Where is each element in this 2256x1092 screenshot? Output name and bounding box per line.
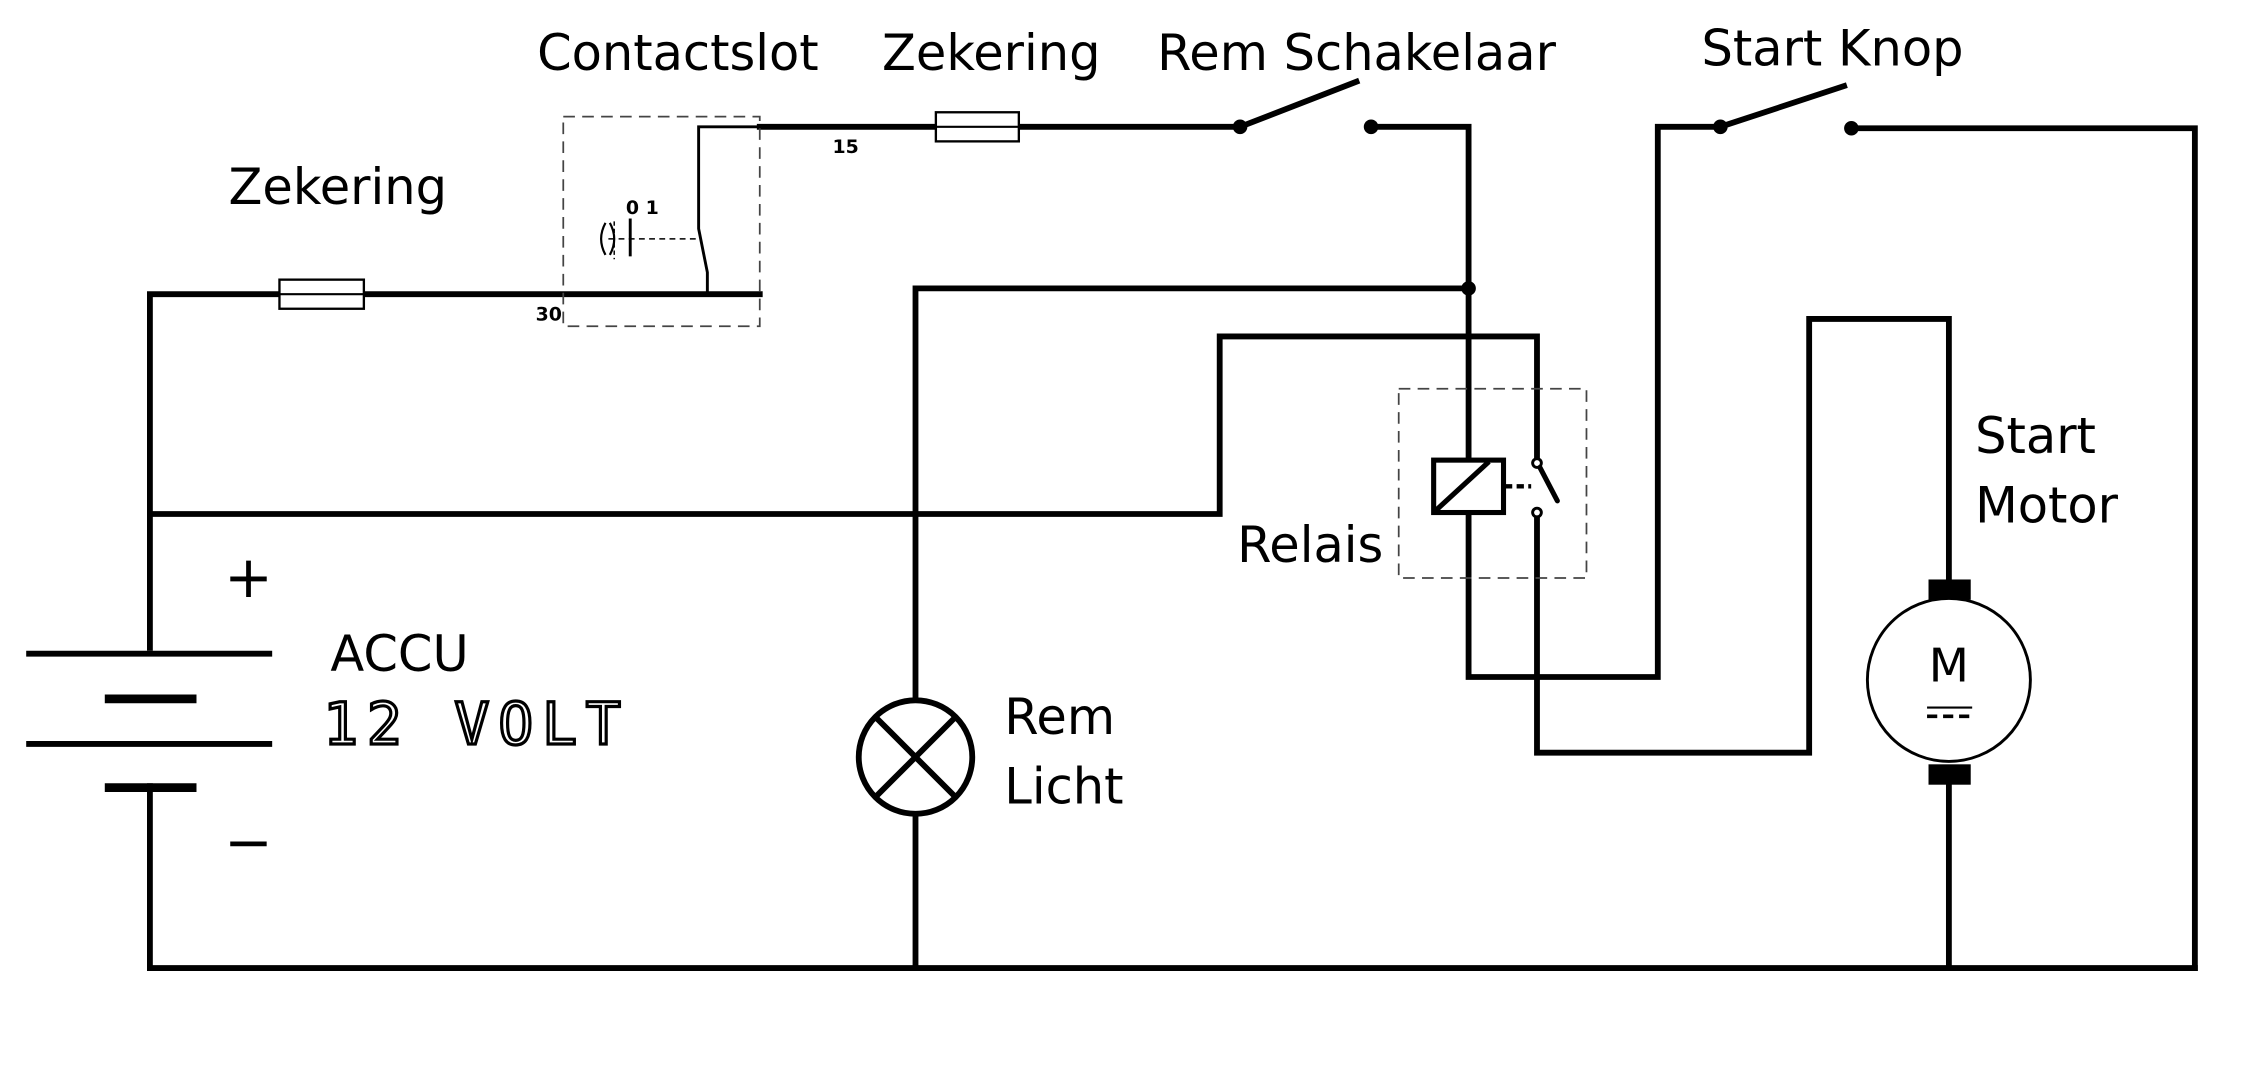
motor-icon [1865, 596, 2032, 763]
brake-switch-contact [1363, 119, 1379, 135]
brake-light: Rem Licht [855, 688, 1124, 817]
brake-light-label-line1: Rem [1004, 688, 1115, 746]
wire-start-button-to-ground [1848, 125, 2198, 972]
wire-brake-switch-to-node [1368, 123, 1472, 292]
brake-switch: Rem Schakelaar [1157, 24, 1557, 135]
brake-switch-label: Rem Schakelaar [1157, 24, 1556, 82]
ignition-switch-label: Contactslot [537, 24, 819, 82]
key-icon [600, 222, 616, 256]
starter-motor: M Start Motor [1865, 407, 2119, 785]
start-button-lever [1716, 82, 1848, 131]
ignition-key-positions: 0 1 [626, 197, 659, 219]
battery-minus-sign: − [224, 808, 273, 876]
battery-symbol: + − ACCU 12 VOLT [26, 543, 629, 876]
fuse-main-label: Zekering [229, 158, 447, 216]
brake-switch-lever [1236, 77, 1361, 131]
wire-node-to-brake-light [912, 285, 1472, 702]
start-button-label: Start Knop [1701, 20, 1963, 78]
battery-label: ACCU [330, 625, 468, 683]
wire-relay-switch-to-motor [1534, 316, 1952, 756]
start-button-contact [1844, 120, 1859, 136]
starter-motor-label-line2: Motor [1975, 477, 2119, 535]
ignition-switch-boundary [562, 115, 761, 328]
lamp-cross-2 [874, 715, 957, 799]
fuse-ignition: Zekering [882, 24, 1101, 143]
relay: Relais [1237, 387, 1588, 579]
motor-brush-bottom [1928, 764, 1971, 785]
wire-relay-coil-to-start-button [1465, 123, 1724, 680]
wire-battery-to-relay-switch [147, 333, 1540, 517]
relay-label: Relais [1237, 516, 1383, 574]
battery-plus-sign: + [224, 543, 273, 611]
relay-switch-contact-bottom [1531, 506, 1543, 519]
start-button: Start Knop [1701, 20, 1963, 136]
fuse-main: Zekering [229, 158, 447, 310]
relay-coil-diagonal [1433, 459, 1491, 513]
battery-voltage-label: 12 VOLT [323, 690, 629, 758]
motor-symbol: M [1929, 638, 1969, 692]
terminal-15: 15 [833, 136, 859, 158]
motor-brush-top [1928, 579, 1971, 600]
brake-light-label-line2: Licht [1004, 758, 1123, 816]
ignition-switch-contact [697, 125, 760, 295]
wires [147, 123, 2198, 972]
wire-battery-plus-to-fuse [147, 291, 283, 651]
junction-dot [1461, 281, 1476, 296]
terminal-30: 30 [536, 303, 562, 325]
fuse-ignition-label: Zekering [882, 24, 1100, 82]
ignition-switch: 0 1 30 15 Contactslot [536, 24, 859, 328]
starter-motor-label-line1: Start [1975, 407, 2096, 465]
relay-switch-lever [1537, 464, 1560, 504]
wire-ground-bus [147, 783, 2198, 972]
